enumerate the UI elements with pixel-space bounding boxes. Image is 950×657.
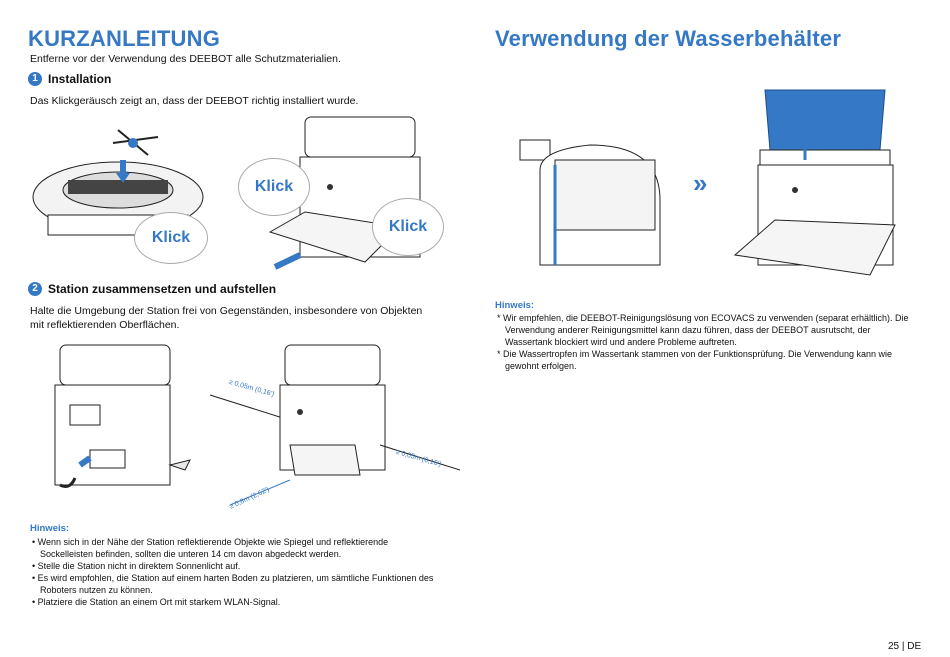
hint-item: * Wir empfehlen, die DEEBOT-Reinigungslö… xyxy=(497,313,909,347)
hint-item: • Es wird empfohlen, die Station auf ein… xyxy=(32,573,434,595)
intro-text: Entferne vor der Verwendung des DEEBOT a… xyxy=(30,53,341,65)
klick-label: Klick xyxy=(151,229,191,246)
step2-text: Halte die Umgebung der Station frei von … xyxy=(30,305,423,331)
language-code: DE xyxy=(907,641,922,652)
page-number: 25 xyxy=(888,641,900,652)
arrow-next: » xyxy=(693,168,708,198)
step2-number: 2 xyxy=(28,282,42,296)
step1-number: 1 xyxy=(28,72,42,86)
hint-list-left: • Wenn sich in der Nähe der Station refl… xyxy=(30,536,440,608)
klick-bubble-2: Klick xyxy=(238,158,310,216)
hint-list-right: * Wir empfehlen, die DEEBOT-Reinigungslö… xyxy=(495,312,920,372)
page-footer: 25 | DE xyxy=(888,641,922,652)
hint-item: • Platziere die Station an einem Ort mit… xyxy=(32,597,281,607)
hint-item: • Wenn sich in der Nähe der Station refl… xyxy=(32,537,389,559)
step1-title: Installation xyxy=(48,72,112,86)
page-title-right: Verwendung der Wasserbehälter xyxy=(495,26,842,51)
step1-text: Das Klickgeräusch zeigt an, dass der DEE… xyxy=(30,95,359,107)
hint-title-right: Hinweis: xyxy=(495,300,535,311)
step2-title: Station zusammensetzen und aufstellen xyxy=(48,282,277,296)
station-placement-illustration xyxy=(209,344,460,506)
station-tank-illustration xyxy=(733,89,896,276)
step2-heading: 2 Station zusammensetzen und aufstellen xyxy=(28,282,276,296)
klick-bubble-3: Klick xyxy=(372,198,444,256)
step1-heading: 1 Installation xyxy=(28,72,111,86)
water-tank-illustration xyxy=(519,139,661,266)
hint-title-left: Hinweis: xyxy=(30,523,70,534)
hint-item: • Stelle die Station nicht in direktem S… xyxy=(32,561,241,571)
klick-label: Klick xyxy=(388,218,428,235)
page-title-left: KURZANLEITUNG xyxy=(28,26,221,51)
klick-bubble-1: Klick xyxy=(134,212,208,264)
station-back-illustration xyxy=(54,344,191,488)
klick-label: Klick xyxy=(254,178,294,195)
hint-item: * Die Wassertropfen im Wassertank stamme… xyxy=(497,349,893,371)
